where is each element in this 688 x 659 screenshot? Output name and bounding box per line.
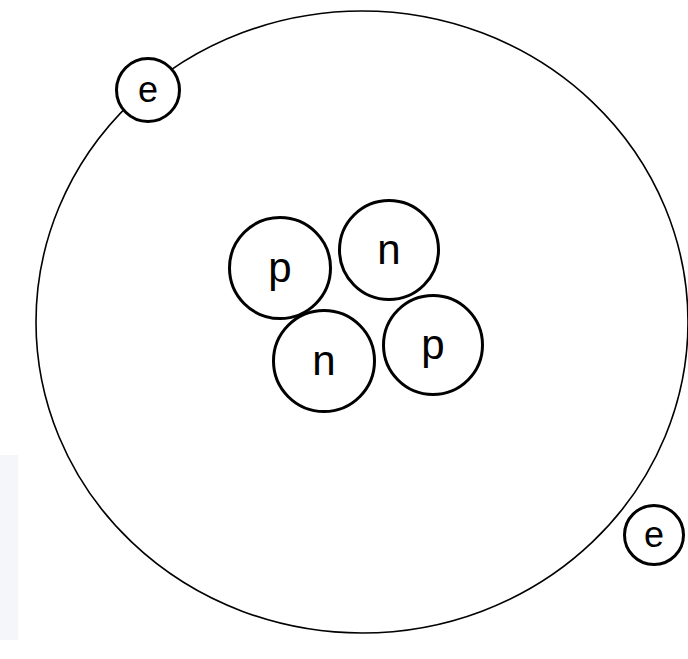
background-panel	[0, 455, 18, 640]
proton-circle: p	[228, 216, 332, 320]
particle-label: n	[377, 229, 400, 271]
electron-circle: e	[115, 57, 181, 123]
electron-orbit	[36, 11, 688, 633]
particle-label: p	[268, 247, 291, 289]
particle-label: e	[138, 72, 158, 108]
particle-label: e	[644, 517, 664, 553]
neutron-circle: n	[338, 199, 440, 301]
electron-circle: e	[623, 504, 685, 566]
proton-circle: p	[382, 294, 484, 396]
particle-label: p	[421, 324, 444, 366]
particle-label: n	[312, 340, 335, 382]
neutron-circle: n	[272, 309, 376, 413]
